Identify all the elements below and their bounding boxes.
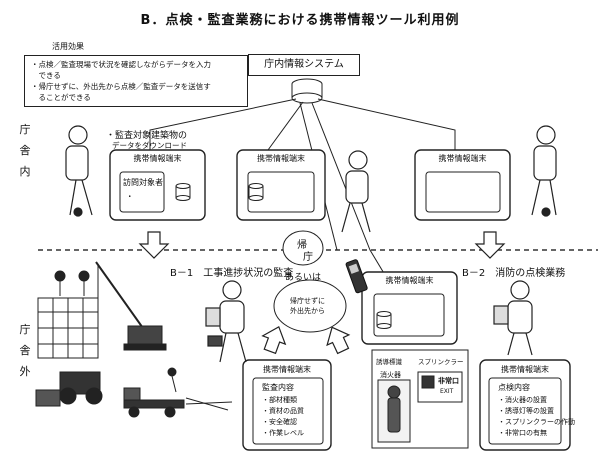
visit-target-bullet: ・ <box>126 192 134 201</box>
fire-item: ・スプリンクラーの作動 <box>498 418 575 426</box>
office-inside-char: 内 <box>19 164 31 178</box>
send-ellipse <box>273 279 347 333</box>
return-ellipse <box>282 230 324 266</box>
fire-guide-tag: 誘導標識 <box>376 358 402 366</box>
office-system-box: 庁内情報システム <box>248 54 360 76</box>
audit-detail-heading: 監査内容 <box>262 383 294 392</box>
section-audit: B－1 工事進捗状況の監査 <box>170 268 294 279</box>
audit-item: ・部材種類 <box>262 396 297 404</box>
construction-scene <box>35 261 233 418</box>
office-outside-char: 舎 <box>19 343 31 357</box>
office-inside-char: 庁 <box>19 123 31 136</box>
office-inside-char: 舎 <box>19 143 31 157</box>
office-outside-char: 外 <box>19 364 31 378</box>
server-icon <box>291 78 323 104</box>
diagram-title: B．点検・監査業務における携帯情報ツール利用例 <box>140 13 460 28</box>
download-note-1: ・監査対象建築物の <box>106 131 188 141</box>
return-char-2: 庁 <box>303 252 313 263</box>
terminal-title-2: 携帯情報端末 <box>257 154 305 163</box>
benefit-line-1: ・点検／監査現場で状況を確認しながらデータを入力 <box>31 60 211 69</box>
benefits-box: ・点検／監査現場で状況を確認しながらデータを入力 できる ・帰庁せずに、外出先か… <box>24 55 248 107</box>
benefit-line-4: ることができる <box>31 93 91 102</box>
audit-item: ・作業レベル <box>262 429 304 437</box>
database-icons <box>175 183 392 329</box>
office-inside-label: 庁 舎 内 <box>18 120 32 183</box>
fire-sprinkler-tag: スプリンクラー <box>418 358 464 366</box>
benefit-line-3: ・帰庁せずに、外出先から点検／監査データを送信す <box>31 82 211 91</box>
visit-target-title: 訪問対象者 <box>123 178 163 187</box>
fire-detail-heading: 点検内容 <box>498 383 530 392</box>
send-line-2: 外出先から <box>290 307 325 315</box>
down-arrows <box>138 231 506 259</box>
download-note-2: データをダウンロード <box>112 141 187 150</box>
or-label: あるいは <box>285 273 322 283</box>
terminal-title-4: 携帯情報端末 <box>385 276 434 285</box>
audit-item: ・安全確認 <box>262 418 297 426</box>
fire-item: ・誘導灯等の設置 <box>498 407 554 415</box>
office-workers <box>65 125 557 233</box>
terminal-title-3: 携帯情報端末 <box>438 154 487 163</box>
office-outside-char: 庁 <box>19 323 31 336</box>
terminal-title-1: 携帯情報端末 <box>133 154 182 163</box>
field-inspectors <box>205 280 533 363</box>
fire-item: ・非常口の有無 <box>498 429 547 437</box>
audit-detail-title: 携帯情報端末 <box>263 365 311 374</box>
exit-sign-text-1: 非常口 <box>438 377 459 385</box>
section-fire: B－2 消防の点検業務 <box>462 268 566 279</box>
return-char-1: 帰 <box>297 240 307 251</box>
mobile-phone-icon <box>345 259 368 294</box>
send-line-1: 帰庁せずに <box>290 297 325 305</box>
benefit-line-2: できる <box>31 71 61 80</box>
benefits-heading: 活用効果 <box>52 42 84 51</box>
exit-sign-text-2: EXIT <box>440 388 454 395</box>
fire-scene-frame <box>371 349 469 449</box>
fire-detail-title: 携帯情報端末 <box>501 365 549 374</box>
up-arrows <box>261 325 351 355</box>
office-outside-label: 庁 舎 外 <box>18 320 32 383</box>
extinguisher-label: 消火器 <box>380 371 401 379</box>
fire-item: ・消火器の設置 <box>498 396 547 404</box>
audit-item: ・資材の品質 <box>262 407 304 415</box>
